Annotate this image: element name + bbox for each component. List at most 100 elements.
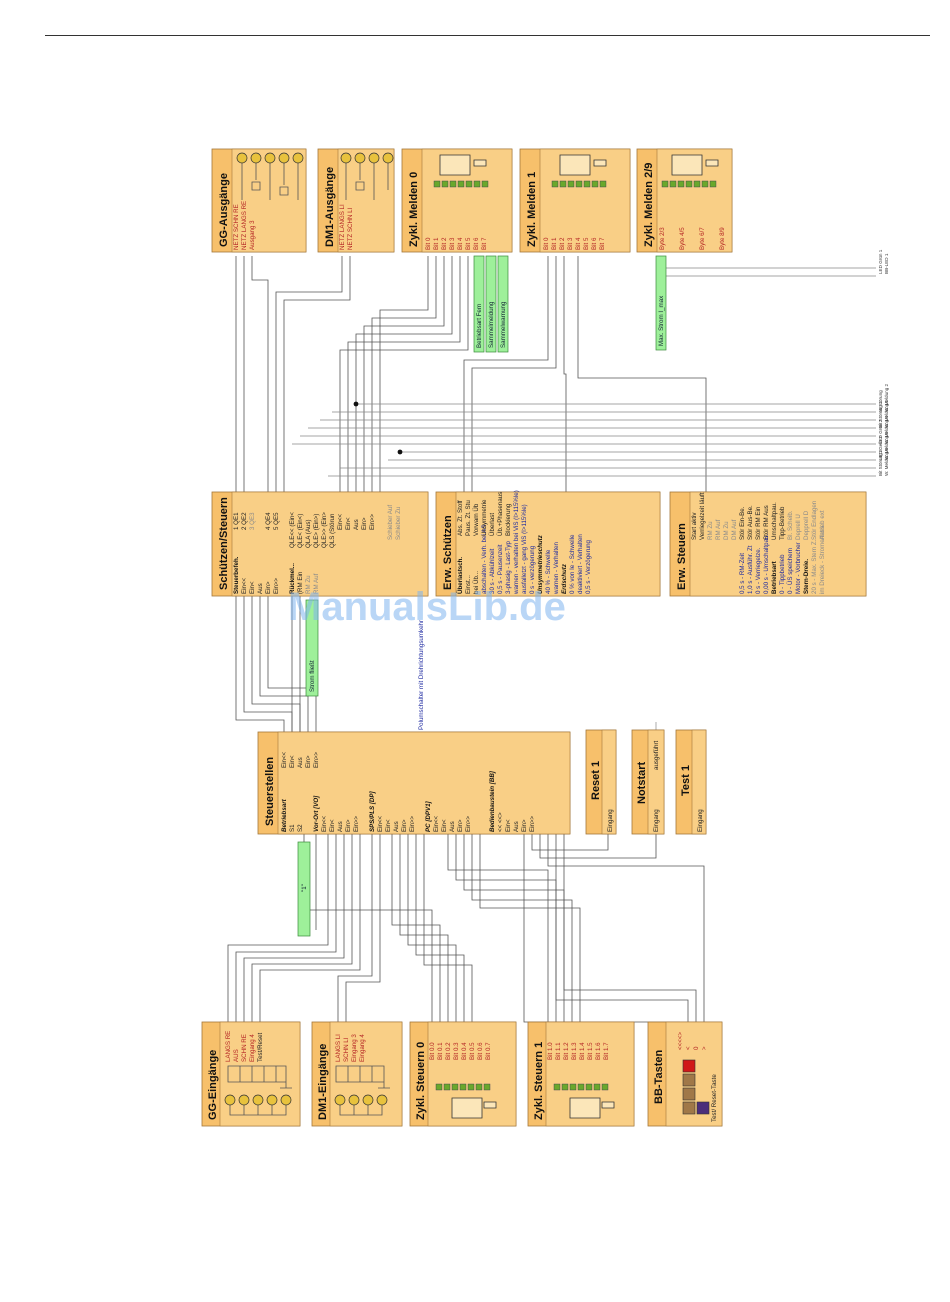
pin-label: Ein> bbox=[361, 517, 368, 530]
param-label: im Dreieck - Stromerfass. bbox=[819, 524, 826, 594]
param-label: Einst... bbox=[465, 575, 472, 594]
block-zykl-melden-0[interactable]: Zykl. Melden 0 Bit 0 Bit 1 Bit 2 Bit 3 B… bbox=[401, 148, 513, 253]
green-label: Sammelwarnung bbox=[500, 301, 507, 348]
block-test-1[interactable]: Test 1 Eingang bbox=[675, 729, 707, 835]
pin-label: Stör Ein-Be. bbox=[739, 506, 746, 540]
param-label: 0,00 s - Umschaltpau. bbox=[763, 534, 770, 594]
pin-label: AUS bbox=[233, 1049, 240, 1062]
block-title: GG-Ausgänge bbox=[218, 173, 230, 247]
block-title: Zykl. Melden 0 bbox=[408, 172, 420, 247]
block-title: Zykl. Melden 2/9 bbox=[643, 163, 655, 247]
param-label: Bedienbaustein [BB] bbox=[489, 770, 496, 832]
pin-label: Test/ Reset-Taste bbox=[711, 1074, 718, 1122]
pin-label: Antrieb ext bbox=[819, 510, 826, 540]
pin-label: << <<> bbox=[497, 812, 504, 832]
block-gg-eingaenge[interactable]: GG-Eingänge LANGS RE AUS SCHN RE Eingang… bbox=[201, 1021, 301, 1127]
pin-label: Stör RM Ein bbox=[755, 506, 762, 540]
pin-label: Ein>> bbox=[465, 815, 472, 832]
relay-output-icon bbox=[236, 152, 304, 200]
pc-monitor-icon bbox=[433, 154, 489, 188]
block-notstart[interactable]: Notstart Eingang ausgeführt bbox=[631, 729, 665, 835]
right-edge-labels: LED Grün 1 BB-LED 1 W Störung W. Meldung… bbox=[878, 249, 889, 476]
pin-label: Eingang 3 bbox=[351, 1034, 358, 1062]
green-label-box bbox=[473, 255, 485, 353]
block-title: DM1-Eingänge bbox=[317, 1044, 329, 1120]
pin-label: ausgeführt bbox=[653, 740, 660, 770]
block-erw-schuetzen[interactable]: Erw. Schützen Überlastsch. Einst... bei … bbox=[435, 490, 661, 597]
block-title: Notstart bbox=[636, 761, 648, 804]
block-dm1-eingaenge[interactable]: DM1-Eingänge LANGS LI SCHN LI Eingang 3 … bbox=[311, 1021, 403, 1127]
pin-label: Byte 8/9 bbox=[719, 227, 726, 250]
pin-label: Ein< bbox=[441, 819, 448, 832]
block-bb-tasten[interactable]: BB-Tasten <<<<> < 0 > Test/ Reset-Taste bbox=[647, 1021, 723, 1127]
block-title: Zykl. Steuern 0 bbox=[415, 1042, 427, 1120]
pin-label: S2 bbox=[297, 824, 304, 832]
pin-label: NETZ LANGS RE bbox=[241, 201, 248, 250]
param-label: warnen - verhalten bei ViS (I>115%le) bbox=[513, 490, 520, 595]
edge-label: W. Meldung 4 bbox=[884, 415, 889, 444]
param-label: ausfalletzt - gang ViS (I>115%le) bbox=[521, 504, 528, 594]
pin-label: DM Zu bbox=[723, 521, 730, 540]
pin-label: Ein>> bbox=[369, 513, 376, 530]
green-label-box bbox=[655, 255, 667, 351]
block-zykl-melden-1[interactable]: Zykl. Melden 1 Bit 0 Bit 1 Bit 2 Bit 3 B… bbox=[519, 148, 631, 253]
pin-label: Ein> bbox=[457, 819, 464, 832]
keypad-icon bbox=[682, 1059, 710, 1115]
pin-label: Tipp-Betrieb bbox=[779, 506, 786, 540]
block-zykl-steuern-1[interactable]: Zykl. Steuern 1 Bit 1.0 Bit 1.1 Bit 1.2 … bbox=[527, 1021, 635, 1127]
param-label: Rückmel... bbox=[289, 563, 296, 594]
edge-label: BB-LED 1 bbox=[884, 253, 889, 274]
green-signal-labels: Betriebsart Fern Sammelmeldung Sammelwar… bbox=[297, 255, 667, 937]
pin-label: Ein<< bbox=[321, 815, 328, 832]
digital-input-icon bbox=[334, 1065, 390, 1116]
pin-label: Stör Aus-Be. bbox=[747, 505, 754, 540]
pin-label: > bbox=[701, 1046, 708, 1050]
pin-label: Ein> bbox=[265, 581, 272, 594]
pin-label: Test/Reset bbox=[257, 1032, 264, 1062]
block-dm1-ausgaenge[interactable]: DM1-Ausgänge NETZ LANGS LI NETZ SCHN LI bbox=[317, 148, 395, 253]
param-label: 30 s - Abkühlzeit bbox=[489, 548, 496, 594]
pin-label: Eingang 4 bbox=[359, 1034, 366, 1062]
pin-label: Bit 7 bbox=[599, 237, 606, 250]
pin-label: Ausgang 3 bbox=[249, 220, 256, 250]
pin-label: Ein> bbox=[305, 755, 312, 768]
green-label: Strom fließt bbox=[309, 660, 316, 692]
pin-label: Abs. Zt. Stoff bbox=[457, 500, 464, 536]
pin-label: Bit 5 bbox=[465, 237, 472, 250]
param-label: Betriebsart bbox=[281, 798, 288, 832]
block-title: Test 1 bbox=[680, 765, 692, 796]
pin-label: Schieber Zu bbox=[395, 506, 402, 540]
green-label-box bbox=[485, 255, 497, 353]
block-schuetzen-steuern[interactable]: Schützen/Steuern Steuerbefeh. Ein<< Ein<… bbox=[211, 491, 429, 597]
pin-label: Bit 0.5 bbox=[469, 1042, 476, 1060]
pin-label: <<<<> bbox=[677, 1032, 684, 1050]
junction-dot bbox=[353, 401, 359, 407]
pin-label: Ein> bbox=[521, 819, 528, 832]
edge-label: LED Grün 1 bbox=[878, 249, 883, 274]
pc-monitor-icon bbox=[661, 154, 719, 188]
pin-label: 3 QE3 bbox=[249, 512, 256, 530]
pin-label: 4 QE4 bbox=[265, 512, 272, 530]
pin-label: Paus. Zt. Stu bbox=[465, 500, 472, 536]
pin-label: Ein>> bbox=[529, 815, 536, 832]
green-label-box bbox=[305, 599, 319, 697]
pin-label: Bit 0.3 bbox=[453, 1042, 460, 1060]
watermark: ManualsLib.de bbox=[288, 585, 566, 629]
relay-output-icon bbox=[340, 152, 394, 200]
edge-label: W Störung bbox=[878, 390, 883, 412]
block-reset-1[interactable]: Reset 1 Eingang bbox=[585, 729, 617, 835]
pin-label: Ein<< bbox=[241, 577, 248, 594]
green-label-box bbox=[497, 255, 509, 353]
pin-label: Ein<< bbox=[281, 751, 288, 768]
pin-label: Aus bbox=[257, 583, 264, 594]
pin-label: Bit 0.4 bbox=[461, 1042, 468, 1060]
block-gg-ausgaenge[interactable]: GG-Ausgänge NETZ SCHN RE NETZ LANGS RE A… bbox=[211, 148, 307, 253]
block-zykl-steuern-0[interactable]: Zykl. Steuern 0 Bit 0.0 Bit 0.1 Bit 0.2 … bbox=[409, 1021, 517, 1127]
block-steuerstellen[interactable]: Steuerstellen Ein<< Ein< Aus Ein> Ein>> … bbox=[257, 731, 571, 835]
pin-label: Ein<< bbox=[377, 815, 384, 832]
pin-label: Ein<< bbox=[337, 513, 344, 530]
block-zykl-melden-2-9[interactable]: Zykl. Melden 2/9 Byte 2/3 Byte 4/5 Byte … bbox=[636, 148, 733, 253]
block-erw-steuern[interactable]: Erw. Steuern Start aktiv Verriegelzeit l… bbox=[669, 491, 867, 597]
block-title: Reset 1 bbox=[590, 761, 602, 800]
